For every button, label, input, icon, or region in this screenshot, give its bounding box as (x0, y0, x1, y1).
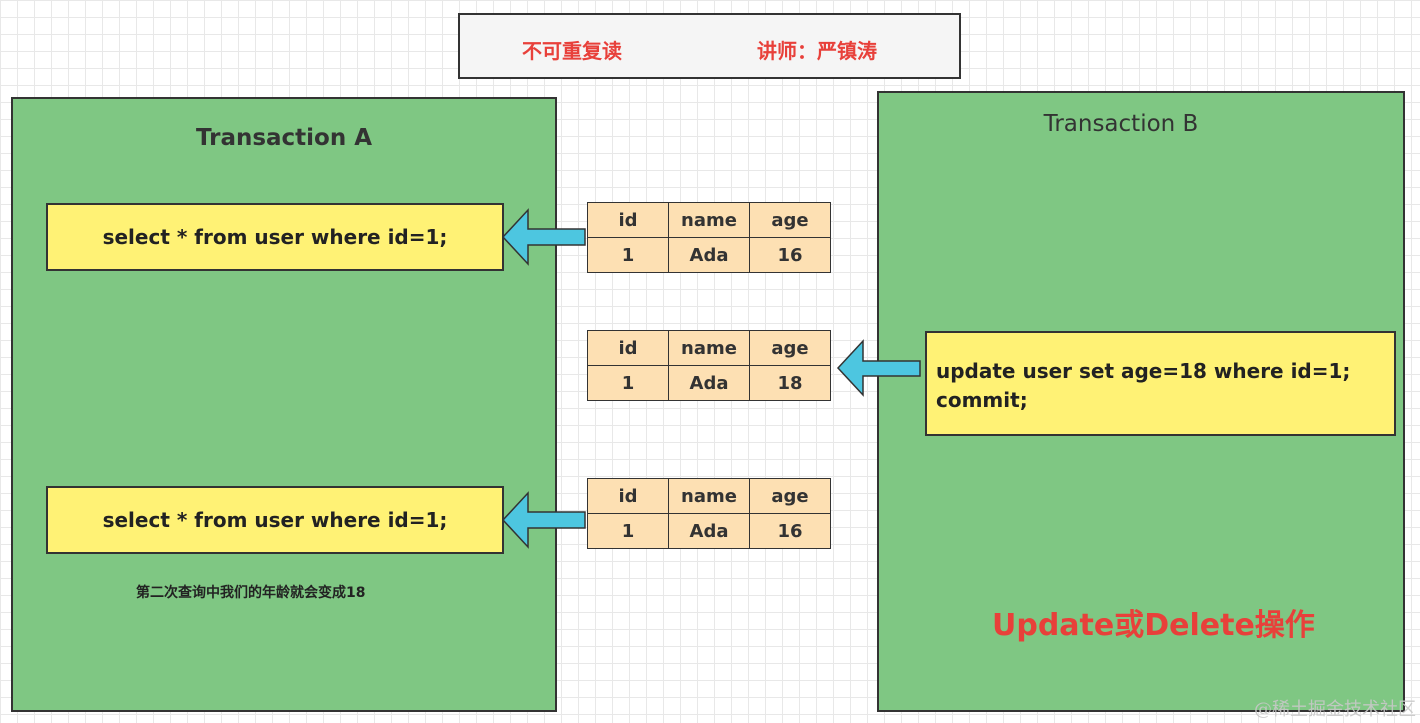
transaction-a-box: Transaction A (11, 97, 557, 712)
table-header: id (587, 202, 669, 238)
query-2-box: select * from user where id=1; (46, 486, 504, 554)
update-statement-line: update user set age=18 where id=1; (936, 359, 1351, 383)
table-header: id (587, 478, 669, 514)
query-1-box: select * from user where id=1; (46, 203, 504, 271)
table-cell: Ada (668, 365, 750, 401)
commit-statement-line: commit; (936, 388, 1028, 412)
query-1-text: select * from user where id=1; (102, 225, 448, 249)
transaction-b-title: Transaction B (1043, 111, 1199, 137)
table-cell: 16 (749, 237, 831, 273)
table-cell: 1 (587, 237, 669, 273)
arrow-left-icon (836, 339, 921, 397)
note-text: 第二次查询中我们的年龄就会变成18 (136, 585, 366, 601)
table-cell: 1 (587, 513, 669, 549)
lecturer-label: 讲师：严镇涛 (757, 39, 877, 63)
arrow-left-icon (501, 491, 586, 549)
table-cell: 16 (749, 513, 831, 549)
watermark: @稀土掘金技术社区 (1254, 699, 1416, 720)
table-header: age (749, 202, 831, 238)
table-header: name (668, 202, 750, 238)
table-cell: 18 (749, 365, 831, 401)
table-cell: 1 (587, 365, 669, 401)
diagram-title: 不可重复读 (522, 39, 622, 63)
update-statement-box: update user set age=18 where id=1; commi… (925, 331, 1396, 436)
transaction-a-title: Transaction A (195, 125, 373, 151)
table-cell: Ada (668, 237, 750, 273)
query-2-text: select * from user where id=1; (102, 508, 448, 532)
operation-label: Update或Delete操作 (992, 608, 1315, 643)
arrow-left-icon (501, 208, 586, 266)
title-box: 不可重复读 讲师：严镇涛 (458, 13, 961, 79)
table-cell: Ada (668, 513, 750, 549)
